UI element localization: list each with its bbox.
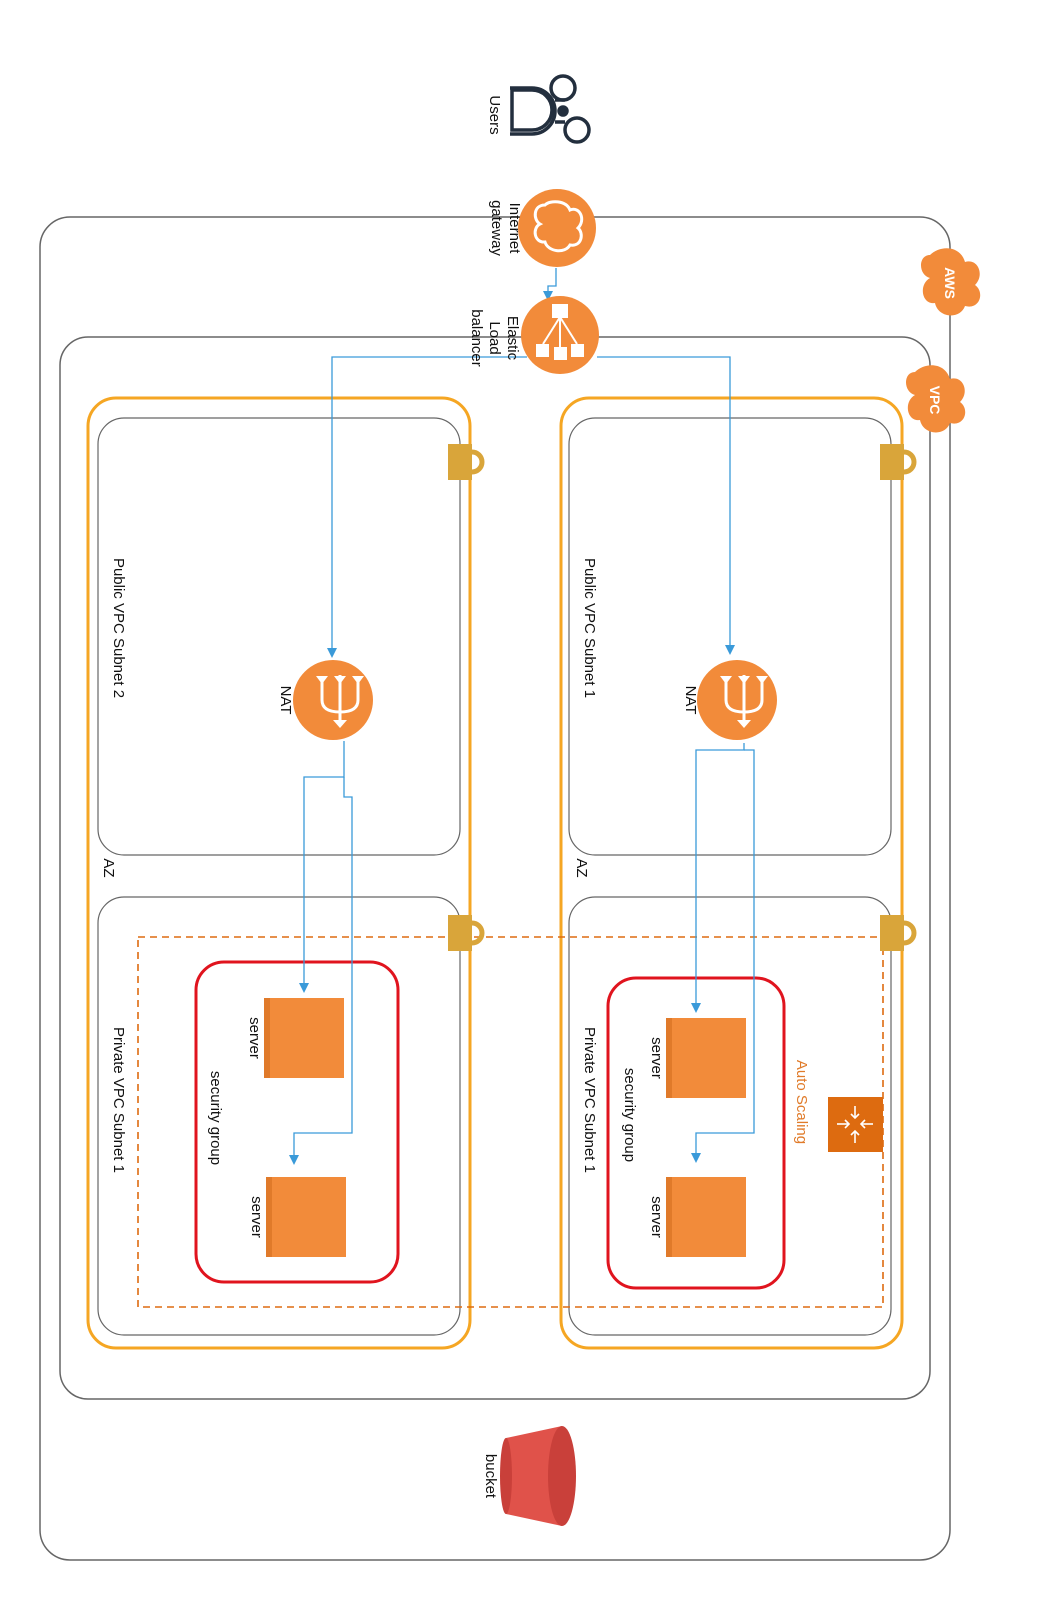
availability-zone-left bbox=[86, 396, 472, 1350]
auto-scaling-label: Auto Scaling bbox=[793, 1060, 810, 1144]
server-left-2-edge bbox=[266, 1177, 272, 1257]
server-right-2 bbox=[666, 1177, 746, 1257]
server-left-2-label: server bbox=[248, 1196, 265, 1238]
aws-cloud-boundary bbox=[39, 216, 951, 1561]
elb-label-line3: balancer bbox=[468, 309, 485, 367]
az-left-label: AZ bbox=[100, 858, 117, 877]
aws-badge-label: AWS bbox=[942, 267, 958, 299]
server-right-1-edge bbox=[666, 1018, 672, 1098]
public-subnet-right-label: Public VPC Subnet 1 bbox=[581, 558, 598, 698]
vpc-boundary bbox=[59, 336, 931, 1400]
server-right-2-edge bbox=[666, 1177, 672, 1257]
lock-icon bbox=[880, 444, 917, 480]
security-group-left-label: security group bbox=[207, 1071, 224, 1165]
connector-igw-to-elb bbox=[543, 268, 557, 301]
auto-scaling-group bbox=[137, 936, 884, 1308]
availability-zone-right bbox=[559, 396, 904, 1350]
internet-gateway-label-line1: Internet bbox=[506, 203, 523, 255]
vpc-cloud-icon: VPC bbox=[906, 365, 966, 433]
bucket-label: bucket bbox=[482, 1454, 499, 1499]
server-left-2 bbox=[266, 1177, 346, 1257]
private-subnet-right-label: Private VPC Subnet 1 bbox=[581, 1027, 598, 1173]
users-label: Users bbox=[486, 95, 503, 134]
auto-scaling-icon bbox=[828, 1097, 883, 1152]
nat-left-label: NAT bbox=[277, 686, 294, 715]
connectors bbox=[289, 268, 755, 1165]
connector-nat-left-to-server2 bbox=[289, 777, 353, 1165]
connector-nat-right-to-server1 bbox=[691, 743, 745, 1013]
elb-label-line2: Load bbox=[486, 321, 503, 354]
connector-elb-to-nat-right bbox=[597, 356, 735, 655]
security-group-right-label: security group bbox=[621, 1068, 638, 1162]
server-right-2-label: server bbox=[648, 1196, 665, 1238]
nat-right-label: NAT bbox=[682, 686, 699, 715]
vpc-badge-label: VPC bbox=[927, 386, 943, 415]
server-left-1 bbox=[264, 998, 344, 1078]
private-subnet-left bbox=[97, 896, 461, 1336]
public-subnet-left-label: Public VPC Subnet 2 bbox=[110, 558, 127, 698]
server-right-1 bbox=[666, 1018, 746, 1098]
internet-gateway-label-line2: gateway bbox=[488, 200, 505, 256]
users-icon bbox=[510, 74, 591, 144]
private-subnet-right bbox=[568, 896, 892, 1336]
aws-cloud-icon: AWS bbox=[921, 248, 981, 316]
lock-icon bbox=[448, 915, 485, 951]
nat-gateway-icon bbox=[697, 660, 777, 740]
elastic-load-balancer-icon bbox=[521, 296, 599, 374]
internet-gateway-icon bbox=[518, 189, 596, 267]
lock-icon bbox=[448, 444, 485, 480]
server-left-1-label: server bbox=[246, 1017, 263, 1059]
connector-elb-to-nat-left bbox=[327, 356, 527, 658]
server-right-1-label: server bbox=[648, 1037, 665, 1079]
lock-icon bbox=[880, 915, 917, 951]
security-group-left bbox=[194, 960, 400, 1284]
server-left-1-edge bbox=[264, 998, 270, 1078]
private-subnet-left-label: Private VPC Subnet 1 bbox=[110, 1027, 127, 1173]
nat-gateway-icon bbox=[293, 660, 373, 740]
connector-nat-left-to-server1 bbox=[299, 741, 345, 993]
s3-bucket-icon bbox=[500, 1426, 576, 1526]
connector-nat-right-to-server2 bbox=[691, 749, 755, 1163]
az-right-label: AZ bbox=[573, 858, 590, 877]
public-subnet-left bbox=[97, 417, 461, 856]
elb-label-line1: Elastic bbox=[504, 316, 521, 361]
